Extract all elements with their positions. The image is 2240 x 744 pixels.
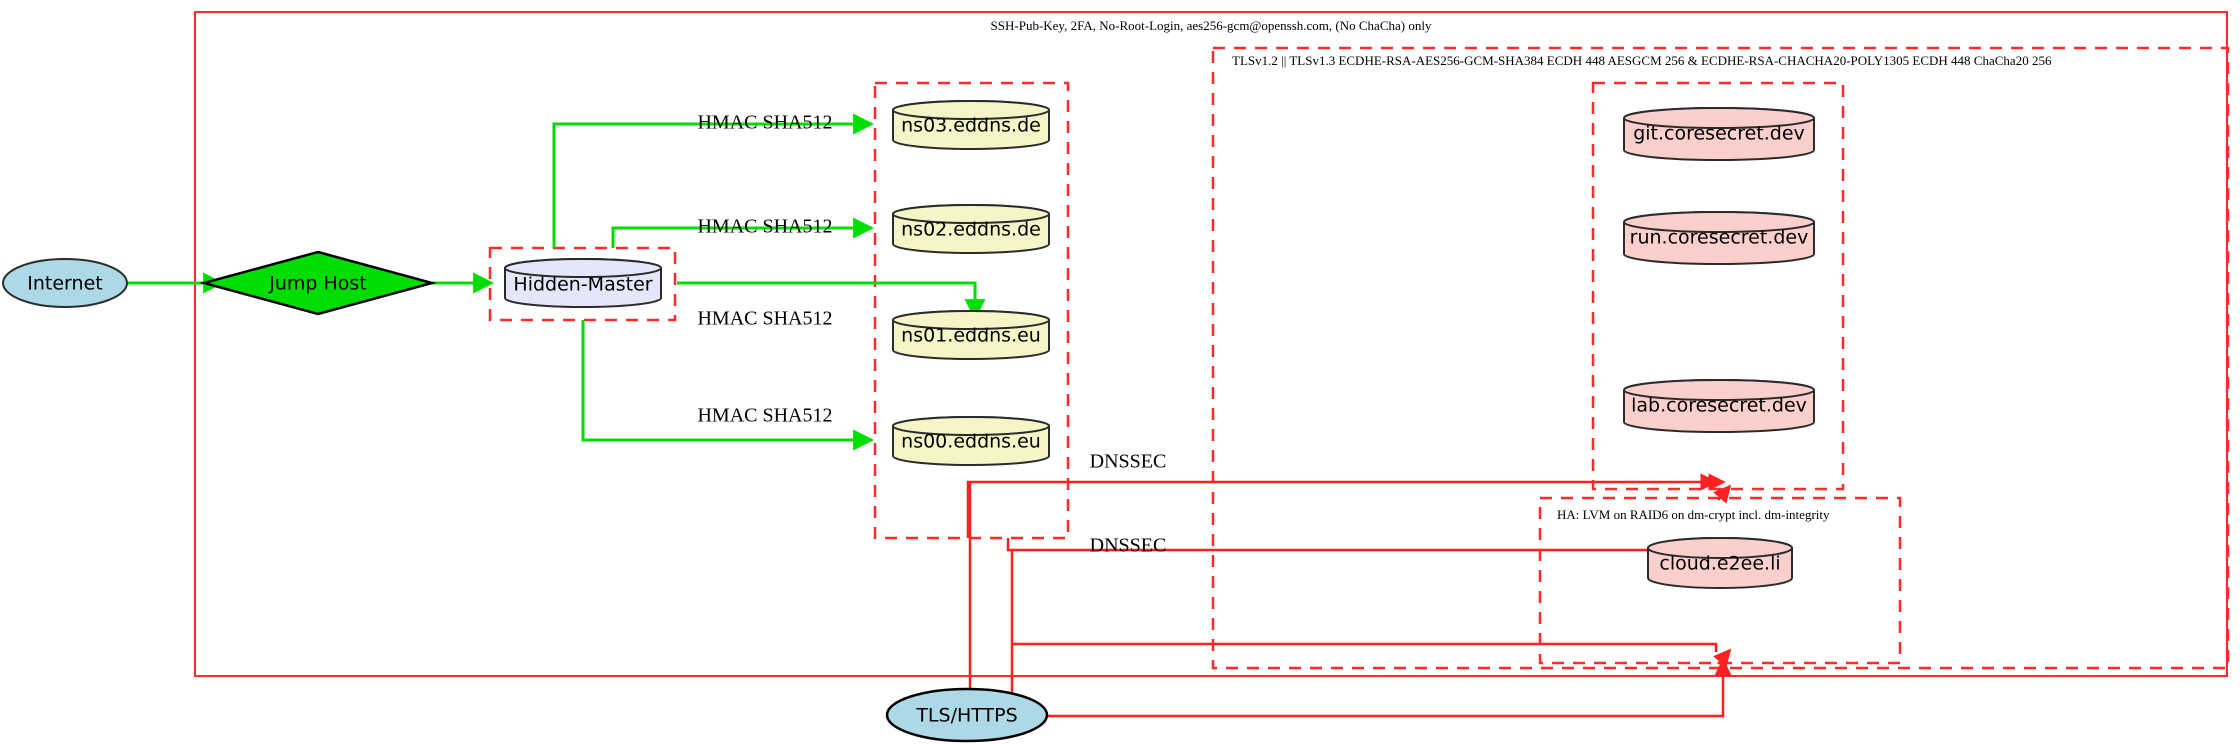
node-git[interactable]: git.coresecret.dev [1623, 107, 1815, 161]
node-hidden-master-label: Hidden-Master [513, 274, 652, 296]
node-cloud-top [1647, 537, 1793, 559]
node-git-label: git.coresecret.dev [1633, 123, 1805, 145]
edge-arrow-services-upper-b [1713, 484, 1732, 504]
node-ns03[interactable]: ns03.eddns.de [892, 100, 1050, 150]
node-ns01-label: ns01.eddns.eu [901, 325, 1041, 347]
node-ns00-label: ns00.eddns.eu [901, 431, 1041, 453]
node-jump-host-label: Jump Host [268, 273, 367, 295]
edge-hidden-master-to-ns01 [677, 281, 986, 321]
edge-hidden-master-to-ns02 [611, 217, 875, 248]
cluster-dns [873, 81, 1070, 540]
node-ns02-label: ns02.eddns.de [901, 219, 1041, 241]
edge-label-hmac-ns01: HMAC SHA512 [697, 308, 832, 330]
edge-arrow-cloud-b [1713, 648, 1732, 668]
cluster-ssh-border [194, 11, 2228, 677]
node-ns02-top [892, 204, 1050, 224]
node-ns00[interactable]: ns00.eddns.eu [892, 416, 1050, 466]
cluster-tls-label: TLSv1.2 || TLSv1.3 ECDHE-RSA-AES256-GCM-… [1232, 53, 2052, 68]
node-ns03-top [892, 100, 1050, 120]
node-git-top [1623, 107, 1815, 129]
edge-tls-to-cloud [1040, 658, 1732, 718]
node-tls-https-shape[interactable] [885, 687, 1049, 743]
node-jump-host-shape[interactable] [199, 250, 437, 316]
node-tls-https-label: TLS/HTTPS [915, 705, 1017, 727]
node-run-label: run.coresecret.dev [1630, 227, 1809, 249]
node-lab-top [1623, 379, 1815, 401]
cluster-dns-border [873, 81, 1070, 540]
cluster-ha-label: HA: LVM on RAID6 on dm-crypt incl. dm-in… [1557, 507, 1830, 522]
node-cloud-label: cloud.e2ee.li [1659, 553, 1780, 575]
edge-label-dnssec-lower: DNSSEC [1090, 535, 1167, 557]
node-lab-label: lab.coresecret.dev [1631, 395, 1807, 417]
node-run-top [1623, 211, 1815, 233]
edge-label-hmac-ns00: HMAC SHA512 [697, 405, 832, 427]
node-internet-shape[interactable] [2, 258, 128, 308]
node-ns01[interactable]: ns01.eddns.eu [892, 310, 1050, 360]
cluster-hidden-master [488, 246, 677, 322]
cluster-ssh: SSH-Pub-Key, 2FA, No-Root-Login, aes256-… [194, 11, 2228, 677]
edge-lower-rail [1013, 642, 1718, 652]
cluster-hidden-master-border [488, 246, 677, 322]
red-edges [966, 473, 1732, 718]
cluster-ssh-label: SSH-Pub-Key, 2FA, No-Root-Login, aes256-… [991, 18, 1432, 33]
node-hidden-master-top [504, 258, 662, 278]
node-run[interactable]: run.coresecret.dev [1623, 211, 1815, 265]
node-jump-host[interactable]: Jump Host [199, 250, 437, 316]
node-ns01-top [892, 310, 1050, 330]
node-internet[interactable]: Internet [2, 258, 128, 308]
edge-dnssec-upper [966, 473, 1718, 538]
node-ns03-label: ns03.eddns.de [901, 115, 1041, 137]
edge-label-dnssec-upper: DNSSEC [1090, 451, 1167, 473]
edge-dnssec-lower-stub [1006, 538, 1716, 552]
edge-hidden-master-to-ns00 [581, 320, 875, 451]
node-hidden-master[interactable]: Hidden-Master [504, 258, 662, 308]
node-tls-https[interactable]: TLS/HTTPS [885, 687, 1049, 743]
edge-label-hmac-ns03: HMAC SHA512 [697, 112, 832, 134]
edge-hidden-master-to-ns03 [552, 113, 875, 248]
node-ns00-top [892, 416, 1050, 436]
node-cloud[interactable]: cloud.e2ee.li [1647, 537, 1793, 589]
green-edges [128, 113, 986, 451]
edge-label-hmac-ns02: HMAC SHA512 [697, 216, 832, 238]
node-internet-label: Internet [27, 273, 102, 295]
edge-label-group: HMAC SHA512 HMAC SHA512 HMAC SHA512 HMAC… [697, 112, 1166, 557]
node-ns02[interactable]: ns02.eddns.de [892, 204, 1050, 254]
node-lab[interactable]: lab.coresecret.dev [1623, 379, 1815, 433]
